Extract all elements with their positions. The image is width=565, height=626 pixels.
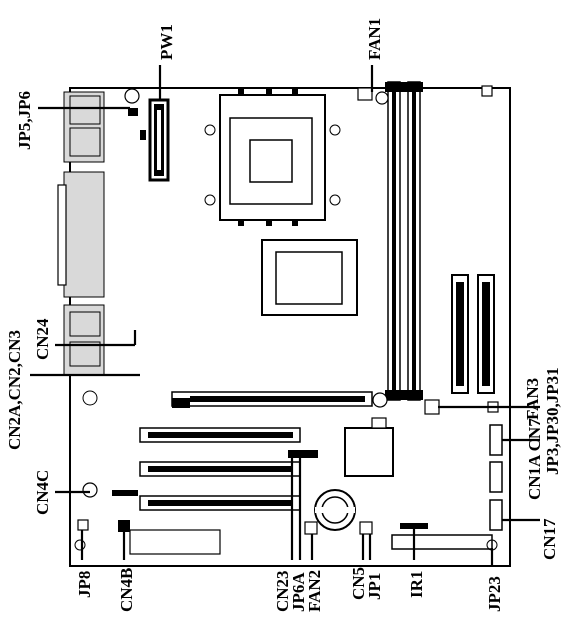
cn23-connector [288,450,318,458]
fan1-connector [357,87,373,101]
small-chip [128,108,138,116]
northbridge-chip [261,239,358,316]
label-cn5: CN5 [349,567,368,600]
agp-slot [171,391,373,408]
cn4c-connector [112,490,138,496]
fan2-connector [304,521,318,535]
label-fan1: FAN1 [365,18,384,60]
leader-lines [30,65,540,565]
cpu-socket [204,88,341,226]
com-connectors [489,424,503,531]
pci-slots [139,427,301,511]
capacitor [124,88,140,104]
label-jp8: JP8 [75,571,94,598]
jp8-jumper [77,519,89,531]
label-cn17: CN17 [540,518,559,560]
label-jp1: JP1 [365,573,384,600]
label-pw1: PW1 [157,24,176,60]
battery [314,489,356,531]
label-cn4c: CN4C [33,470,52,515]
label-cn1a-cn7: CN1A CN7 [525,418,544,500]
power-connector-pw1 [148,98,170,182]
ide-connectors [451,274,495,394]
mount-hole [82,390,98,406]
dimm-slots [385,81,423,401]
cn4b-connector [118,520,130,532]
label-cn24: CN24 [33,318,52,360]
label-ir1: IR1 [407,571,426,598]
rear-io-panel [57,91,105,376]
mount-hole [74,539,86,551]
label-jp3-jp30-jp31: JP3,JP30,JP31 [543,367,562,475]
southbridge-chip [344,427,394,477]
capacitor [82,482,98,498]
small-chip [371,417,387,429]
capacitor [372,392,388,408]
jp1-jumper [359,521,373,535]
label-cn23: CN23 [273,570,292,612]
label-jp23: JP23 [485,576,504,612]
label-jp5-jp6: JP5,JP6 [15,91,34,150]
label-cn2a-cn2-cn3: CN2A,CN2,CN3 [5,330,24,450]
small-chip [481,85,493,97]
label-fan3: FAN3 [523,378,542,420]
lower-slot [129,529,221,555]
label-cn4b: CN4B [117,568,136,612]
label-fan2: FAN2 [305,570,324,612]
capacitor [375,91,389,105]
label-jp6a: JP6A [289,572,308,612]
front-panel-connector [391,523,493,550]
small-chip [140,130,146,140]
fan3-connector [424,399,440,415]
